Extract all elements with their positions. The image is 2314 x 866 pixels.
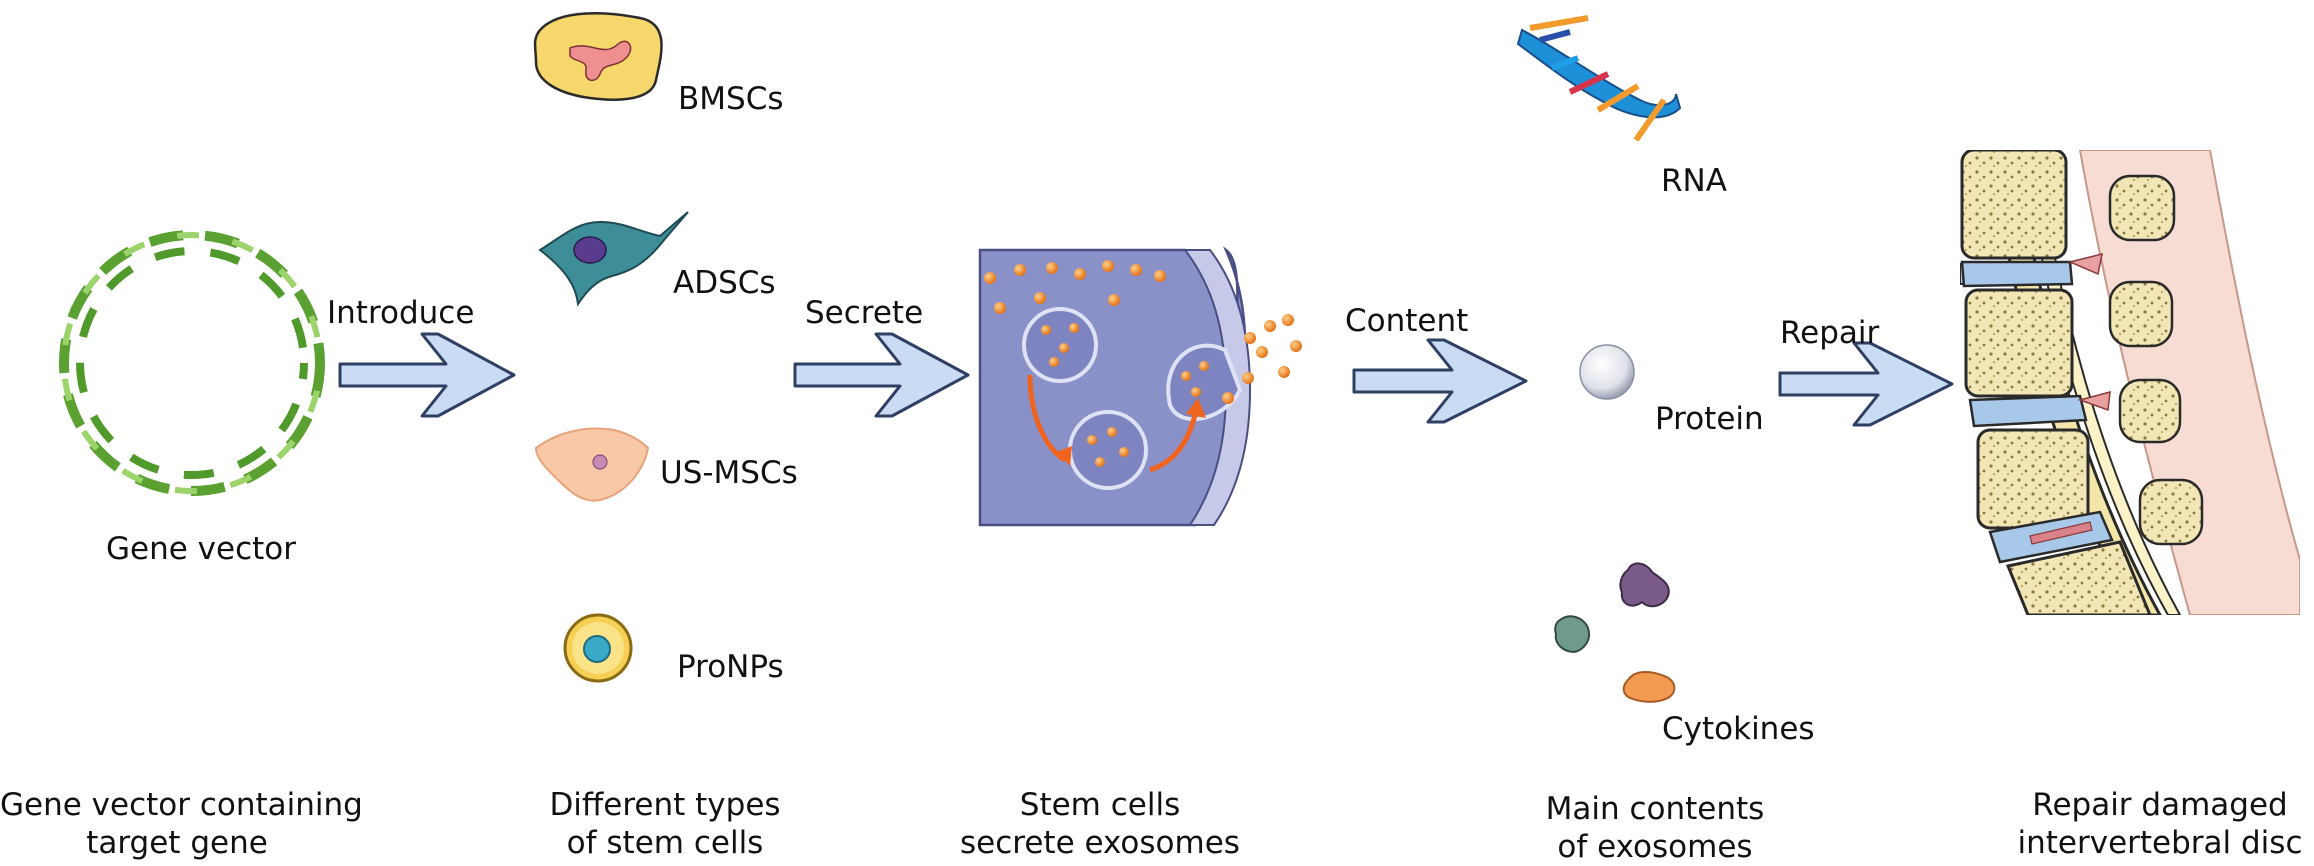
bmscs-cell-icon — [533, 12, 663, 101]
stem-cell-type-adscs: ADSCs — [673, 265, 776, 301]
gene-vector-plasmid-icon — [59, 230, 325, 496]
arrow-label-introduce: Introduce — [327, 295, 475, 331]
caption-contents: Main contents of exosomes — [1530, 790, 1780, 866]
caption-stem-cells: Different types of stem cells — [530, 786, 800, 862]
us-mscs-cell-icon — [534, 427, 650, 502]
caption-stem-cells-line2: of stem cells — [566, 825, 764, 861]
exosome-secretion-panel — [978, 246, 1302, 527]
pronps-cell-icon — [563, 613, 633, 683]
arrow-secrete — [793, 332, 970, 418]
caption-secretion: Stem cells secrete exosomes — [950, 786, 1250, 862]
arrow-label-content: Content — [1345, 303, 1469, 339]
caption-gene-vector: Gene vector containing target gene — [0, 786, 363, 862]
rna-strand-icon — [1516, 15, 1682, 142]
content-item-cytokines: Cytokines — [1662, 711, 1815, 747]
stem-cell-type-bmscs: BMSCs — [678, 81, 784, 117]
arrow-label-secrete: Secrete — [805, 295, 924, 331]
caption-secretion-line1: Stem cells — [1019, 787, 1181, 823]
arrow-repair — [1778, 341, 1954, 427]
arrow-content — [1352, 338, 1528, 424]
caption-secretion-line2: secrete exosomes — [960, 825, 1240, 861]
content-item-protein: Protein — [1655, 401, 1764, 437]
adscs-cell-icon — [538, 211, 689, 307]
caption-repair-line1: Repair damaged — [2032, 787, 2288, 823]
content-item-rna: RNA — [1661, 163, 1727, 199]
cytokines-icon — [1554, 562, 1676, 703]
caption-repair: Repair damaged intervertebral disc — [2010, 786, 2310, 862]
caption-gene-vector-line2: target gene — [86, 825, 268, 861]
caption-stem-cells-line1: Different types — [549, 787, 781, 823]
stem-cell-type-pronps: ProNPs — [677, 649, 784, 685]
arrow-introduce — [338, 332, 516, 418]
arrow-label-repair: Repair — [1780, 315, 1880, 351]
caption-gene-vector-line1: Gene vector containing — [0, 787, 363, 823]
protein-sphere-icon — [1579, 344, 1635, 400]
caption-contents-line1: Main contents — [1545, 791, 1765, 827]
caption-repair-line2: intervertebral disc — [2017, 825, 2303, 861]
gene-vector-label: Gene vector — [106, 531, 296, 567]
spine-intervertebral-disc-icon — [1960, 150, 2300, 615]
stem-cell-type-us-mscs: US-MSCs — [660, 455, 798, 491]
caption-contents-line2: of exosomes — [1557, 829, 1753, 865]
